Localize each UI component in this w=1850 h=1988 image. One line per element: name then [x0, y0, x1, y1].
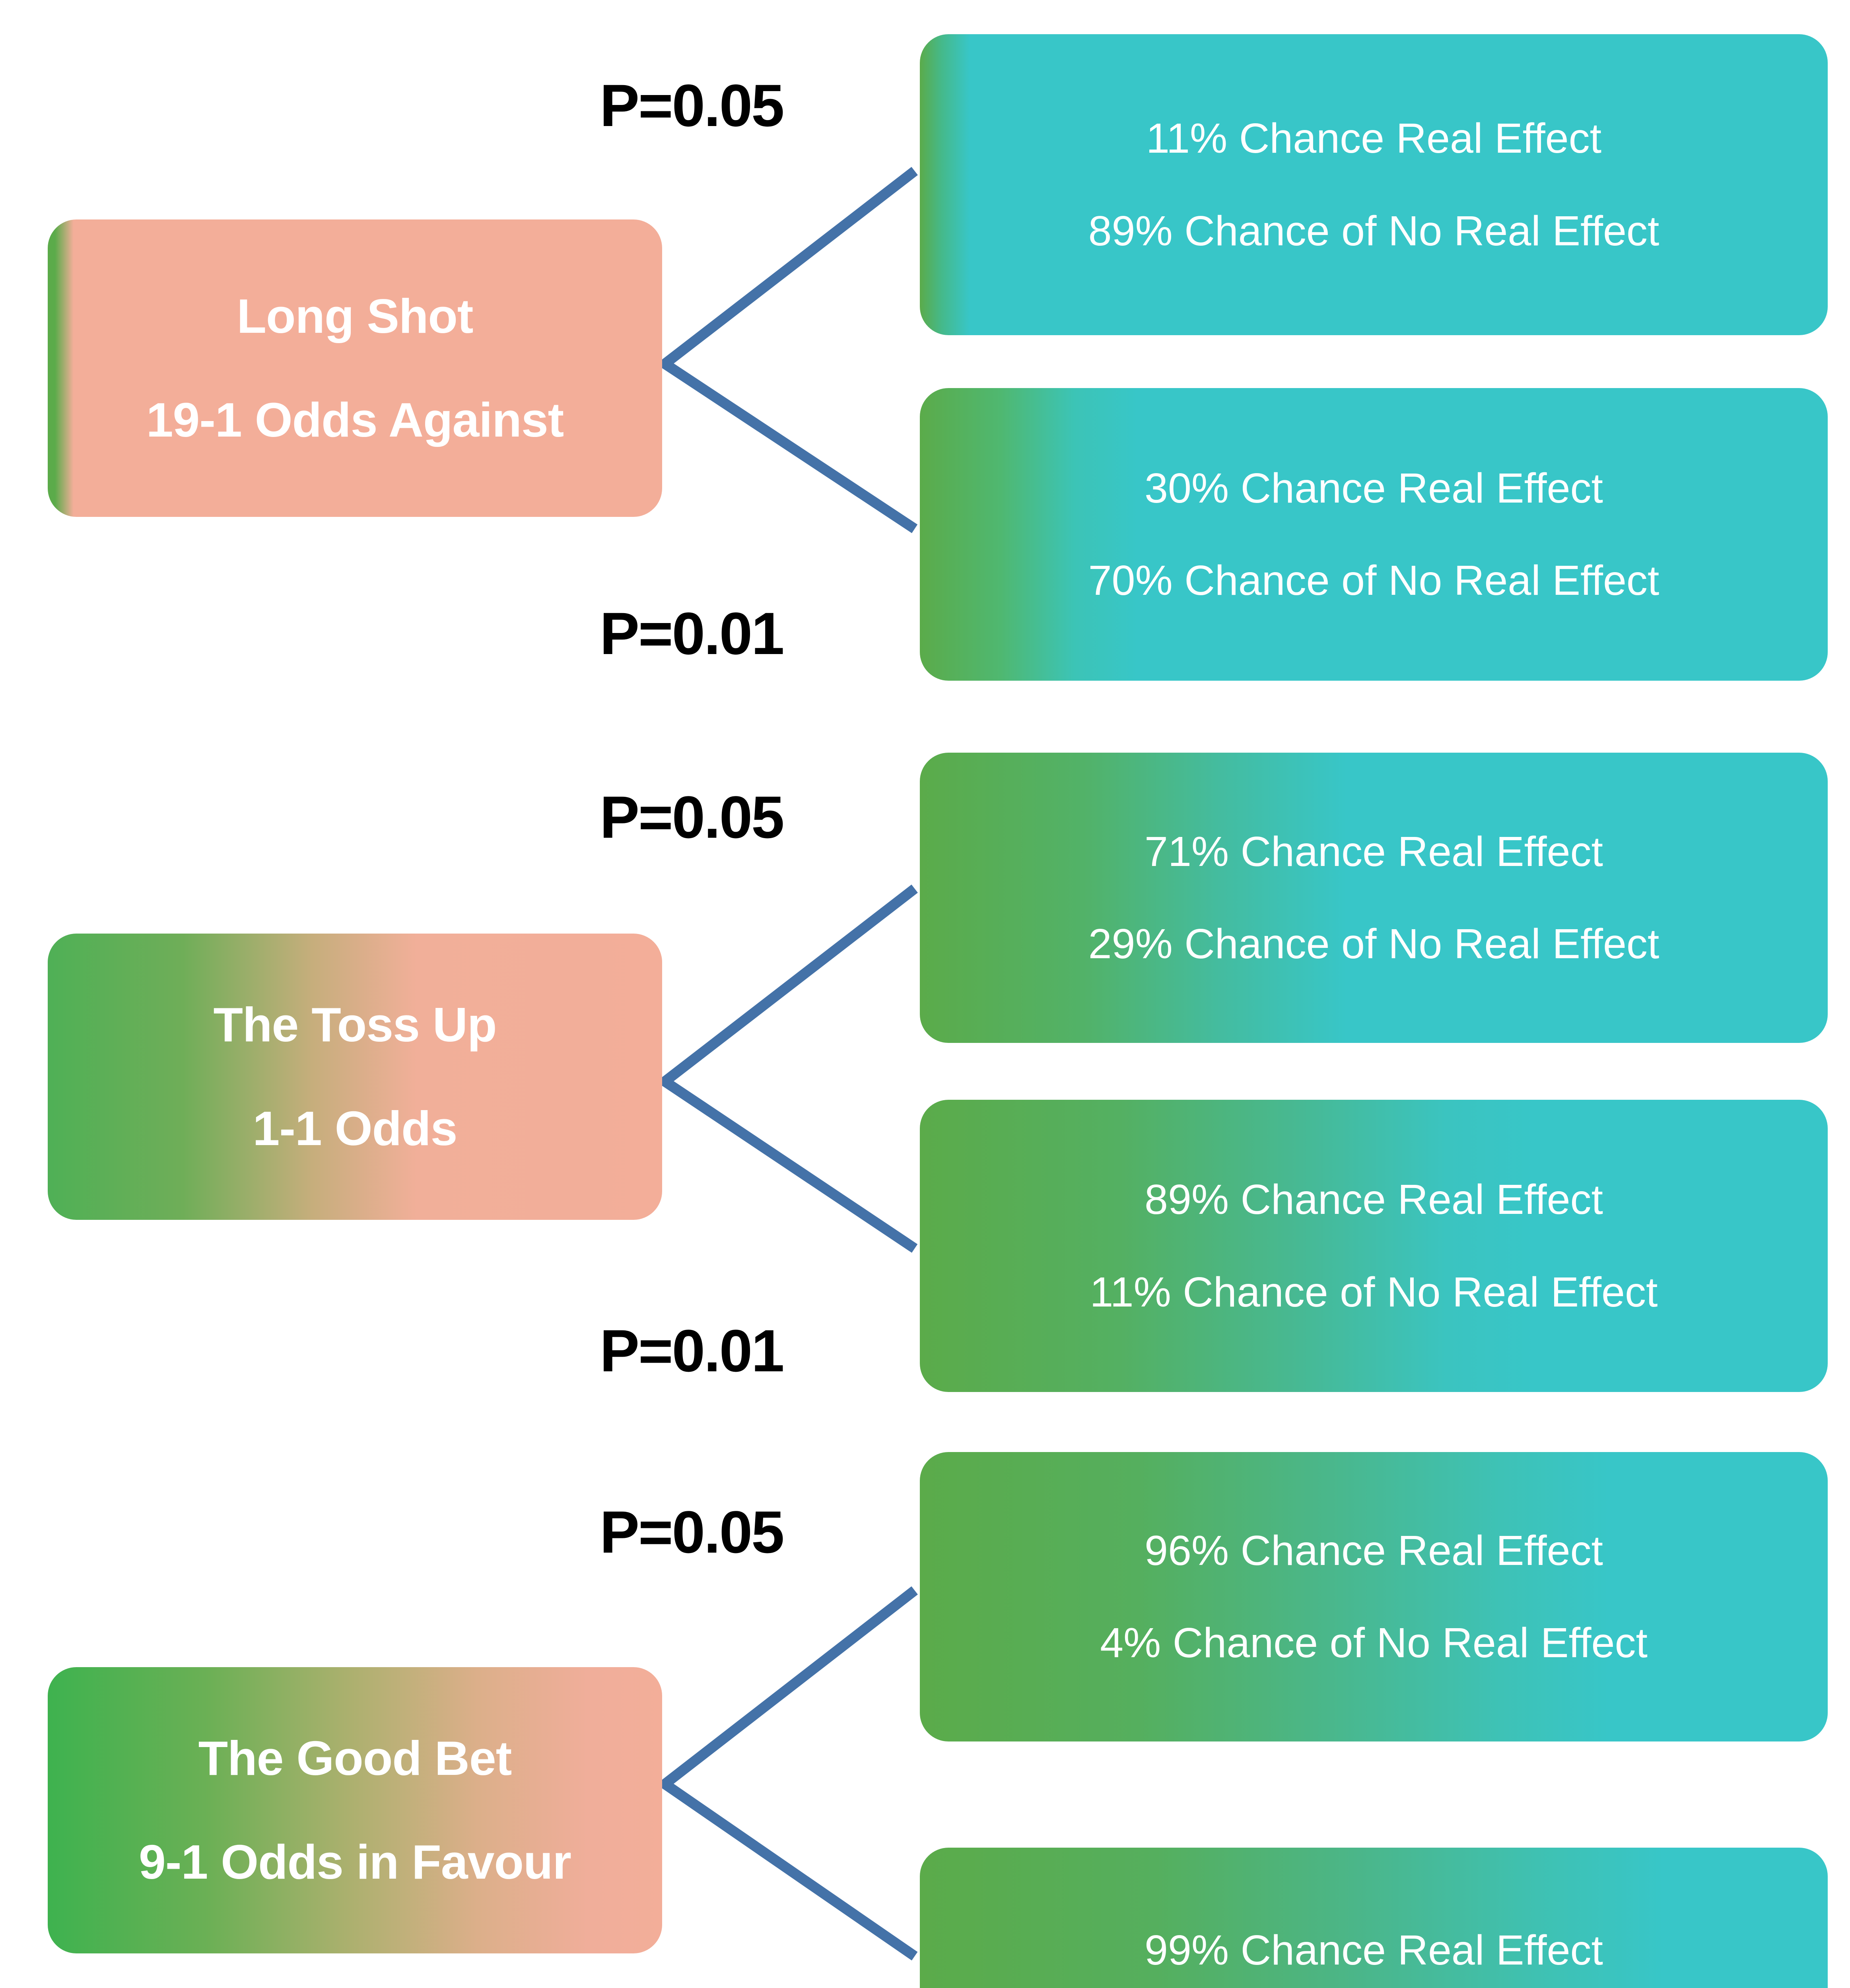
outcome-no-real-effect: 11% Chance of No Real Effect — [1090, 1268, 1658, 1316]
scenario-node-good-bet[interactable]: The Good Bet 9-1 Odds in Favour — [48, 1667, 662, 1953]
scenario-title: Long Shot — [237, 289, 473, 343]
outcome-node-long-shot-p001[interactable]: 30% Chance Real Effect 70% Chance of No … — [920, 388, 1828, 681]
p-value-label-toss-up-001: P=0.01 — [600, 1317, 785, 1384]
outcome-real-effect: 11% Chance Real Effect — [1146, 115, 1602, 162]
outcome-node-toss-up-p001[interactable]: 89% Chance Real Effect 11% Chance of No … — [920, 1100, 1828, 1392]
outcome-no-real-effect: 70% Chance of No Real Effect — [1088, 557, 1660, 604]
outcome-node-good-bet-p005[interactable]: 96% Chance Real Effect 4% Chance of No R… — [920, 1452, 1828, 1741]
outcome-node-good-bet-p001[interactable]: 99% Chance Real Effect 1% Chance of No R… — [920, 1848, 1828, 1988]
outcome-node-toss-up-p005[interactable]: 71% Chance Real Effect 29% Chance of No … — [920, 753, 1828, 1043]
outcome-real-effect: 30% Chance Real Effect — [1145, 464, 1603, 512]
connector-toss-up — [656, 884, 918, 1253]
p-value-label-toss-up-005: P=0.05 — [600, 784, 785, 850]
outcome-real-effect: 96% Chance Real Effect — [1145, 1527, 1603, 1574]
p-value-label-long-shot-001: P=0.01 — [600, 600, 785, 667]
scenario-title: The Good Bet — [198, 1731, 512, 1785]
outcome-no-real-effect: 89% Chance of No Real Effect — [1088, 207, 1660, 254]
scenario-odds: 19-1 Odds Against — [146, 393, 564, 447]
p-value-label-good-bet-005: P=0.05 — [600, 1499, 785, 1565]
scenario-title: The Toss Up — [213, 997, 497, 1052]
p-value-label-long-shot-005: P=0.05 — [600, 72, 785, 139]
outcome-no-real-effect: 29% Chance of No Real Effect — [1088, 920, 1660, 967]
scenario-odds: 1-1 Odds — [253, 1101, 457, 1155]
outcome-real-effect: 89% Chance Real Effect — [1145, 1176, 1603, 1223]
outcome-no-real-effect: 4% Chance of No Real Effect — [1100, 1619, 1648, 1666]
scenario-odds: 9-1 Odds in Favour — [139, 1835, 571, 1889]
connector-long-shot — [656, 167, 918, 533]
connector-good-bet — [656, 1586, 918, 1961]
outcome-real-effect: 99% Chance Real Effect — [1145, 1927, 1603, 1974]
outcome-real-effect: 71% Chance Real Effect — [1145, 828, 1603, 875]
outcome-node-long-shot-p005[interactable]: 11% Chance Real Effect 89% Chance of No … — [920, 34, 1828, 335]
scenario-node-toss-up[interactable]: The Toss Up 1-1 Odds — [48, 934, 662, 1220]
scenario-node-long-shot[interactable]: Long Shot 19-1 Odds Against — [48, 219, 662, 517]
